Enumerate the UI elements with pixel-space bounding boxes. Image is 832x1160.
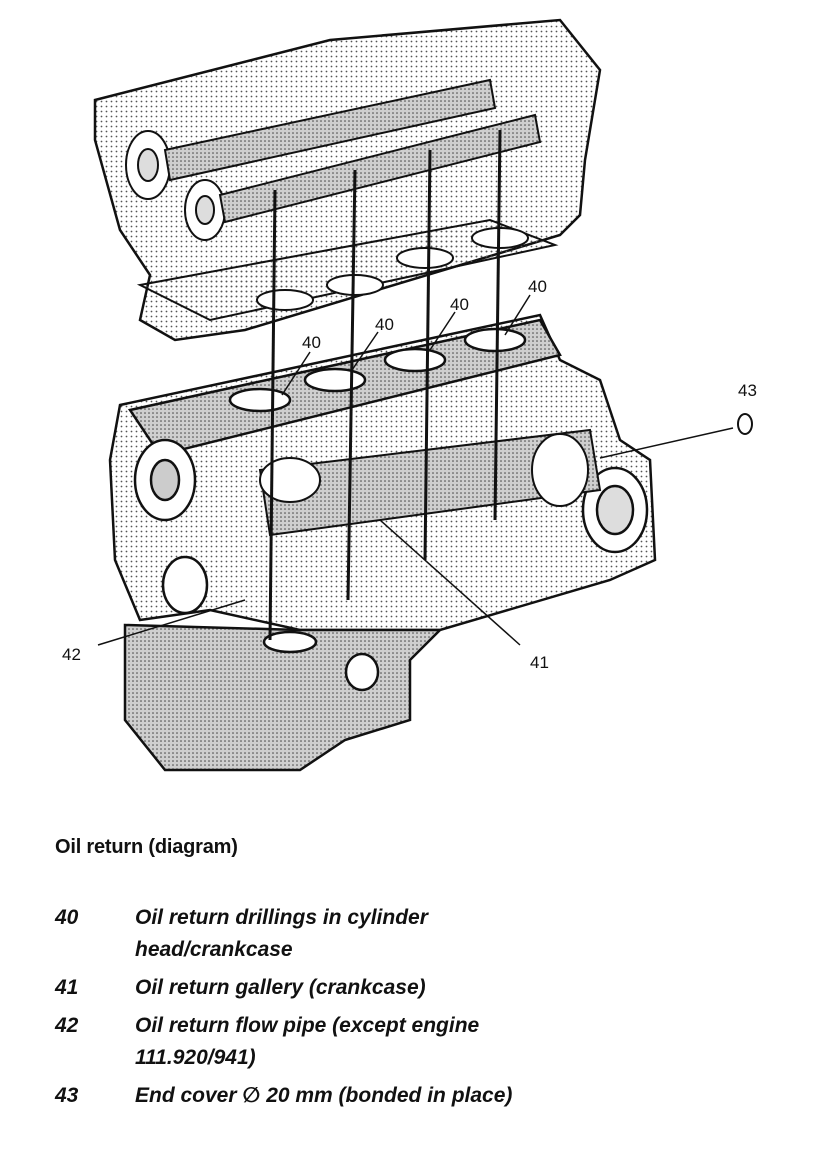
- engine-oil-return-diagram: 40 40 40 40 41 42 43: [62, 18, 757, 772]
- legend-item: 41 Oil return gallery (crankcase): [55, 972, 795, 1004]
- legend-description: Oil return drillings in cylinder head/cr…: [135, 906, 428, 961]
- legend-item: 40 Oil return drillings in cylinder head…: [55, 902, 795, 966]
- callout-42: 42: [62, 645, 81, 664]
- callout-40-a: 40: [302, 333, 321, 352]
- crankshaft: [258, 428, 602, 537]
- callout-43: 43: [738, 381, 757, 400]
- camshafts: [125, 78, 542, 241]
- legend-description: End cover ∅ 20 mm (bonded in place): [135, 1084, 513, 1107]
- legend-item: 43 End cover ∅ 20 mm (bonded in place): [55, 1080, 795, 1112]
- legend-number: 42: [55, 1014, 79, 1037]
- oil-pan: [123, 623, 444, 772]
- figure-caption: Oil return (diagram): [55, 836, 238, 858]
- callout-41: 41: [530, 653, 549, 672]
- legend-number: 41: [55, 976, 79, 999]
- legend-description: Oil return flow pipe (except engine 111.…: [135, 1014, 480, 1069]
- callout-40-d: 40: [528, 277, 547, 296]
- legend-description: Oil return gallery (crankcase): [135, 976, 426, 999]
- oil-return-drillings: [268, 129, 502, 641]
- end-cover: [737, 413, 753, 435]
- leader-lines: [97, 294, 734, 646]
- legend-number: 40: [55, 906, 79, 929]
- cylinder-head-gasket: [136, 218, 559, 322]
- callout-40-c: 40: [450, 295, 469, 314]
- callout-40-b: 40: [375, 315, 394, 334]
- legend-item: 42 Oil return flow pipe (except engine 1…: [55, 1010, 795, 1074]
- legend: 40 Oil return drillings in cylinder head…: [55, 902, 795, 1118]
- legend-number: 43: [55, 1084, 79, 1107]
